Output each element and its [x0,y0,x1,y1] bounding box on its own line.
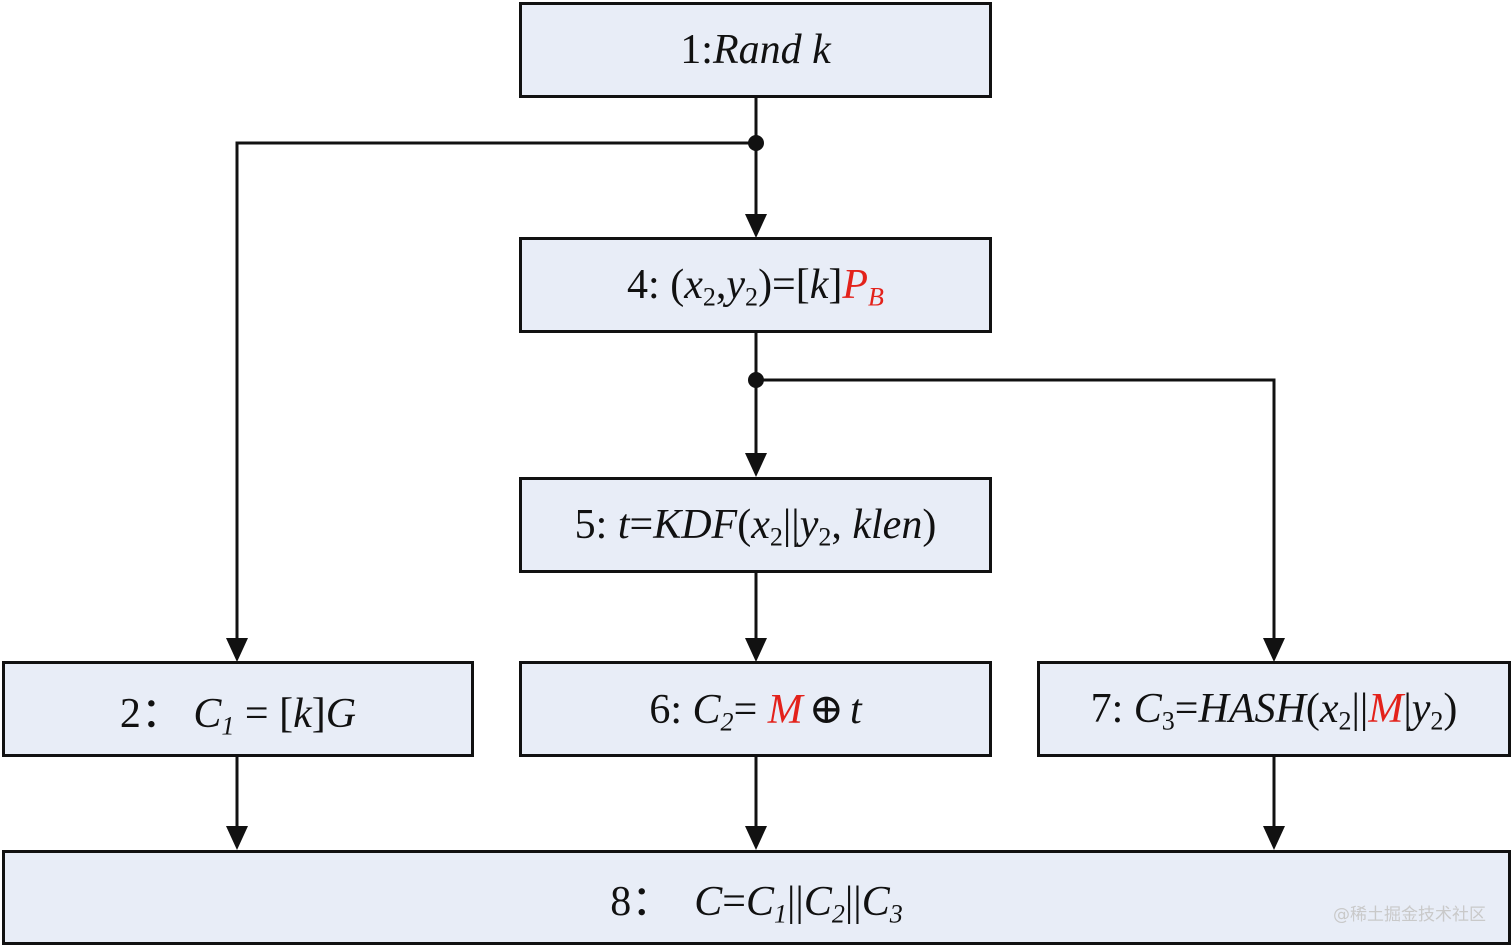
arrowhead-to-2 [226,638,248,662]
step-4-box: 4: (x2,y2)=[k]PB [519,237,992,333]
arrowhead-to-7 [1263,638,1285,662]
arrowhead-to-5 [745,453,767,477]
arrowhead-2-to-8 [226,826,248,850]
step-8-label: 8： C=C1||C2||C3 [610,879,903,929]
step-1-box: 1:Rand k [519,2,992,98]
step-4-label: 4: (x2,y2)=[k]PB [627,262,884,312]
step-6-label: 6: C2= M⊕t [649,687,862,737]
arrowhead-to-4 [745,214,767,238]
edge-4-to-7 [756,378,1276,638]
watermark: @稀土掘金技术社区 [1333,905,1486,925]
edge-1-to-2 [235,141,756,638]
junction-dot-1 [748,135,764,151]
arrowhead-6-to-8 [745,826,767,850]
step-7-box: 7: C3=HASH(x2||M|y2) [1037,661,1511,757]
step-7-label: 7: C3=HASH(x2||M|y2) [1090,686,1458,736]
step-5-box: 5: t=KDF(x2||y2, klen) [519,477,992,573]
junction-dot-2 [748,372,764,388]
step-1-label: 1:Rand k [680,27,831,73]
step-2-label: 2： C1 = [k]G [119,690,357,740]
step-5-label: 5: t=KDF(x2||y2, klen) [574,502,937,552]
step-6-box: 6: C2= M⊕t [519,661,992,757]
arrowhead-7-to-8 [1263,826,1285,850]
arrowhead-to-6 [745,638,767,662]
xor-symbol: ⊕ [808,687,844,733]
step-2-box: 2： C1 = [k]G [2,661,474,757]
step-8-box: 8： C=C1||C2||C3 [2,850,1511,945]
